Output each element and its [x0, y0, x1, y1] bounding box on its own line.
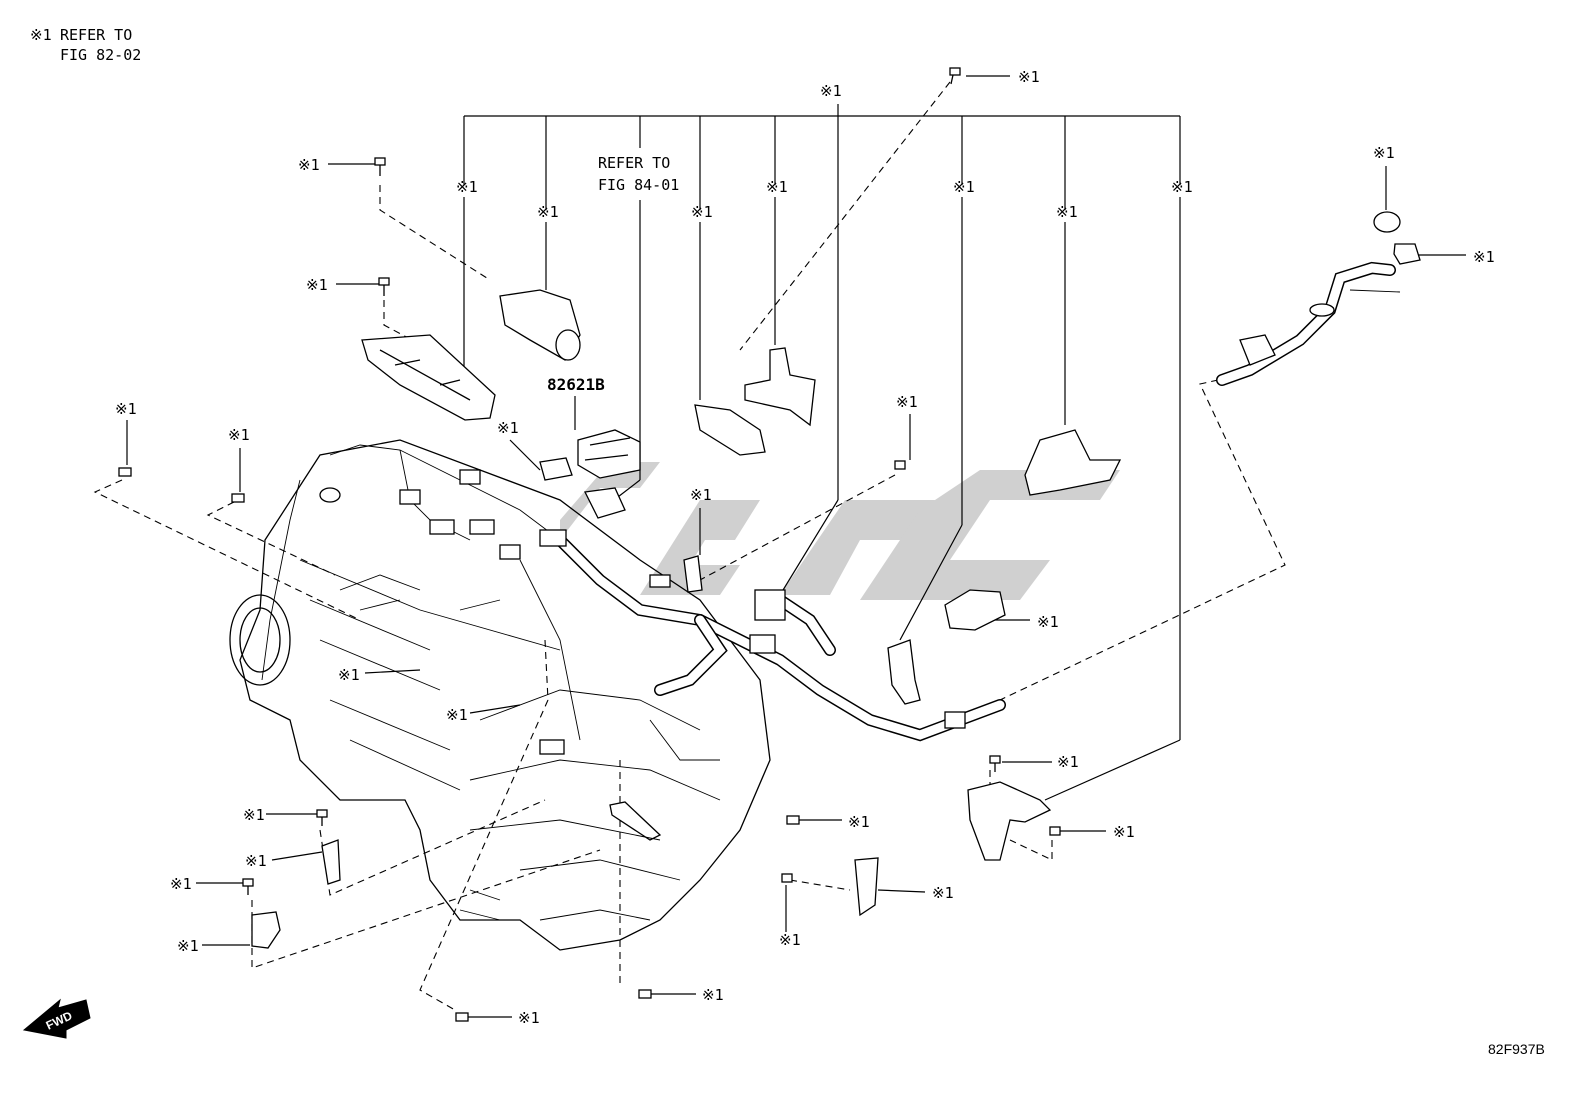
- bolt-icon: [231, 493, 245, 503]
- callout-left-bolt-2: ※1: [306, 276, 328, 294]
- callout-bracket-clamp: ※1: [1037, 613, 1059, 631]
- callout-bracket-4: ※1: [766, 178, 788, 196]
- callout-lower-mid-2: ※1: [932, 884, 954, 902]
- bolt-icon: [894, 460, 906, 470]
- callout-top-bolt: ※1: [1018, 68, 1040, 86]
- callout-left-bolt-4: ※1: [228, 426, 250, 444]
- callout-right-bolt: ※1: [1057, 753, 1079, 771]
- callout-clip: ※1: [690, 486, 712, 504]
- callout-lower-mid-1: ※1: [848, 813, 870, 831]
- callout-lower-left-3: ※1: [170, 875, 192, 893]
- refer-fig84-line1: REFER TO: [598, 154, 670, 172]
- callout-mid-bolt: ※1: [896, 393, 918, 411]
- refer-note-line1: REFER TO: [60, 26, 132, 44]
- top-leader-bracket: [463, 104, 1181, 801]
- callout-lower-left-2: ※1: [245, 852, 267, 870]
- bolt-icon: [316, 809, 328, 826]
- callout-engine-clip: ※1: [338, 666, 360, 684]
- bolt-icon: [242, 878, 254, 895]
- bolt-icon: [781, 873, 793, 883]
- callout-bracket-2: ※1: [537, 203, 559, 221]
- bolt-icon: [378, 277, 390, 296]
- callout-right-bolt-2: ※1: [1113, 823, 1135, 841]
- bolts: [118, 67, 1061, 1022]
- callout-lower-mid-3: ※1: [779, 931, 801, 949]
- callout-marks: ※1 ※1 ※1 ※1 ※1 ※1 ※1 ※1 ※1 ※1 ※1 ※1 ※1 ※…: [115, 68, 1495, 1027]
- detached-parts: [251, 211, 1421, 949]
- callout-lower-left-1: ※1: [243, 806, 265, 824]
- bolt-icon: [1049, 826, 1061, 836]
- callout-bracket-5: ※1: [953, 178, 975, 196]
- callout-right-cap: ※1: [1373, 144, 1395, 162]
- right-harness: [1216, 261, 1401, 386]
- part-number-label: 82621B: [547, 375, 605, 394]
- solid-leaders: [126, 75, 1466, 1018]
- callout-right-boot: ※1: [1473, 248, 1495, 266]
- callout-bottom-1: ※1: [702, 986, 724, 1004]
- refer-note-mark: ※1: [30, 26, 52, 44]
- callout-bracket-7: ※1: [1171, 178, 1193, 196]
- engine-assembly: [229, 439, 771, 951]
- bolt-icon: [455, 1012, 469, 1022]
- callout-bracket-1: ※1: [456, 178, 478, 196]
- figure-code: 82F937B: [1488, 1041, 1545, 1057]
- callout-bracket-6: ※1: [1056, 203, 1078, 221]
- bolt-icon: [374, 157, 386, 176]
- callout-bracket-3: ※1: [691, 203, 713, 221]
- callout-left-bolt-1: ※1: [298, 156, 320, 174]
- callout-lower-left-4: ※1: [177, 937, 199, 955]
- fwd-arrow-icon: FWD: [22, 998, 91, 1039]
- bolt-icon: [118, 467, 132, 477]
- callout-connector: ※1: [497, 419, 519, 437]
- callout-bottom-2: ※1: [518, 1009, 540, 1027]
- callout-left-bolt-3: ※1: [115, 400, 137, 418]
- bolt-icon: [949, 67, 961, 85]
- dashed-install-lines: [93, 81, 1286, 1011]
- bolt-icon: [638, 989, 652, 999]
- main-harness: [261, 444, 1006, 761]
- bolt-icon: [989, 755, 1001, 772]
- refer-note-line2: FIG 82-02: [60, 46, 141, 64]
- callout-engine-clip-2: ※1: [446, 706, 468, 724]
- callout-top-center: ※1: [820, 82, 842, 100]
- refer-fig84-line2: FIG 84-01: [598, 176, 679, 194]
- bolt-icon: [786, 815, 800, 825]
